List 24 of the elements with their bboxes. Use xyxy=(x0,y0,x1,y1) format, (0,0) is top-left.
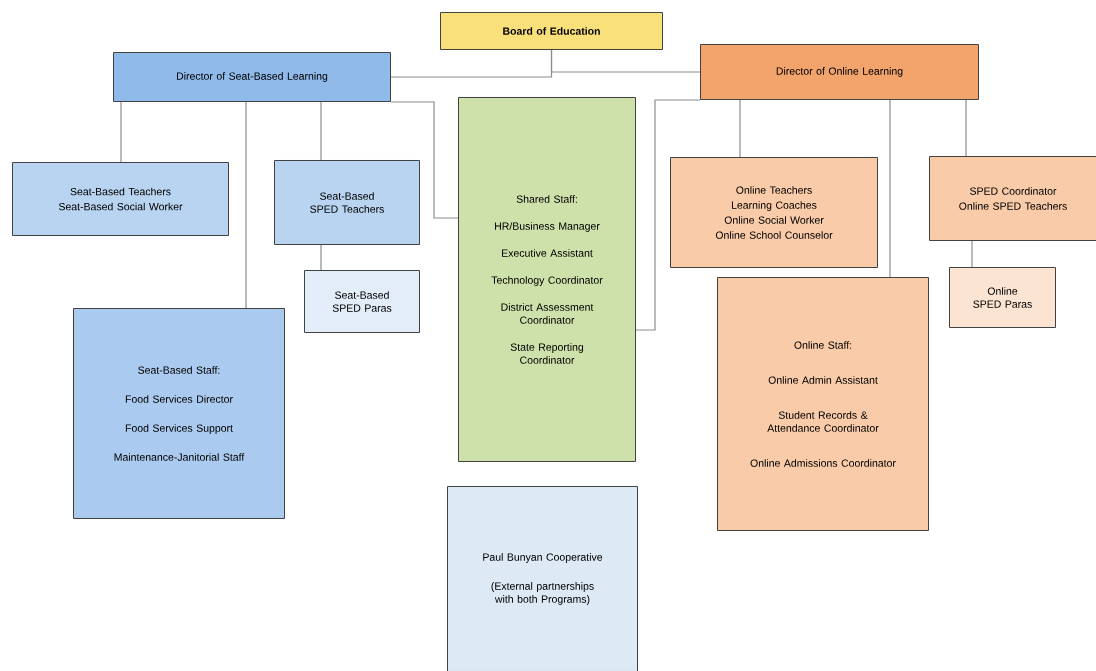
connector-line xyxy=(245,101,247,309)
connector-line xyxy=(120,101,122,163)
connector-line xyxy=(971,240,973,268)
connector-line xyxy=(965,99,967,157)
staff-box: Seat-Based SPED Paras xyxy=(304,270,420,333)
connector-line xyxy=(739,99,741,158)
staff-box: Seat-Based SPED Teachers xyxy=(274,160,420,245)
connector-line xyxy=(390,101,459,219)
connector-line xyxy=(550,49,701,73)
board-box: Board of Education xyxy=(440,12,663,50)
connector-line xyxy=(889,99,891,278)
connector-line xyxy=(320,244,322,271)
staff-box: Shared Staff: HR/Business Manager Executive Assistant Technology Coordinator District Assessment Coordinator State Reporting Coordinator xyxy=(458,97,636,462)
staff-box: Seat-Based Staff: Food Services Director Food Services Support Maintenance-Janitorial Staff xyxy=(73,308,285,519)
director-box: Director of Seat-Based Learning xyxy=(113,52,391,102)
staff-box: Online Staff: Online Admin Assistant Student Records & Attendance Coordinator Online Admissions Coordinator xyxy=(717,277,929,531)
connector-line xyxy=(635,99,701,331)
connector-line xyxy=(320,101,322,161)
staff-box: Online SPED Paras xyxy=(949,267,1056,328)
staff-box: Online Teachers Learning Coaches Online Social Worker Online School Counselor xyxy=(670,157,878,268)
staff-box: Paul Bunyan Cooperative (External partnerships with both Programs) xyxy=(447,486,638,671)
staff-box: SPED Coordinator Online SPED Teachers xyxy=(929,156,1096,241)
staff-box: Seat-Based Teachers Seat-Based Social Worker xyxy=(12,162,229,236)
director-box: Director of Online Learning xyxy=(700,44,979,100)
